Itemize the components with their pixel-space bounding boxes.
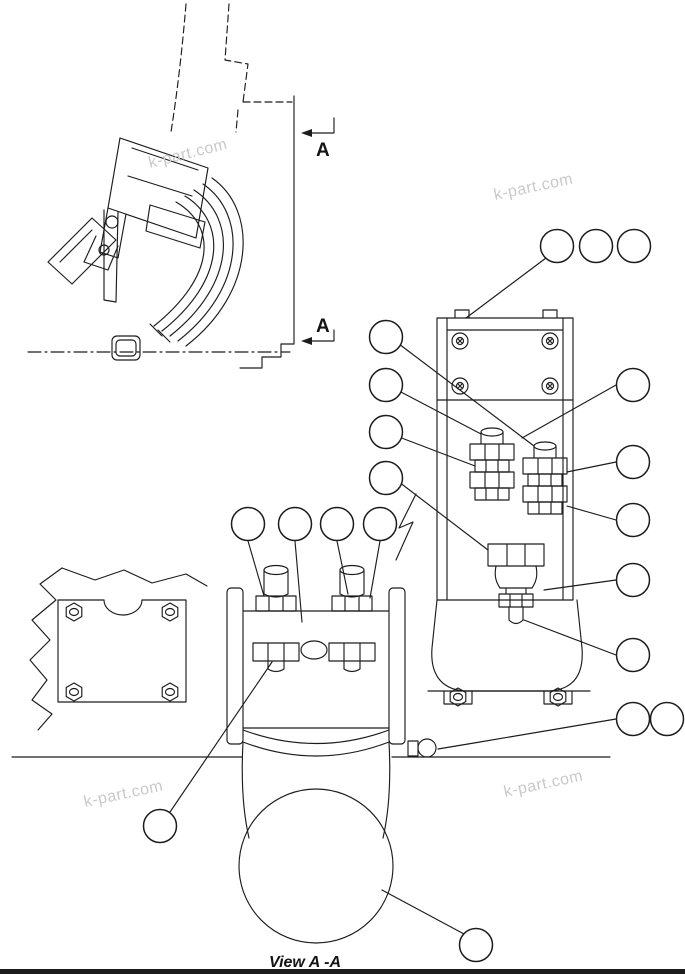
watermark-text: k-part.com <box>82 778 164 811</box>
callout-balloon <box>142 808 178 844</box>
page-border-bottom <box>0 969 685 974</box>
callout-balloon <box>458 927 494 963</box>
section-letter-top: A <box>316 140 330 161</box>
callout-balloon <box>615 502 651 538</box>
callout-balloon <box>362 506 398 542</box>
callout-balloon <box>578 228 614 264</box>
callout-balloon <box>368 460 404 496</box>
valve-assembly-drawing <box>407 309 591 758</box>
leader-lines <box>169 257 617 935</box>
callout-balloon <box>615 444 651 480</box>
machine-overview-drawing <box>27 3 295 369</box>
callout-balloon <box>368 319 404 355</box>
view-label: View A -A <box>269 954 341 971</box>
callout-balloon <box>615 701 651 737</box>
section-marker-top: A <box>301 117 335 161</box>
section-marker-bottom: A <box>301 316 335 345</box>
manifold-assembly-drawing <box>226 564 406 944</box>
callout-balloon <box>368 414 404 450</box>
watermark-text: k-part.com <box>492 171 574 204</box>
mount-bracket-drawing <box>29 567 208 731</box>
callout-balloon <box>539 228 575 264</box>
callout-balloon <box>615 637 651 673</box>
callout-balloon <box>649 701 685 737</box>
callout-balloon <box>615 367 651 403</box>
callout-balloon <box>277 506 313 542</box>
callout-balloon <box>230 506 266 542</box>
callout-balloon <box>319 506 355 542</box>
callout-balloon <box>368 367 404 403</box>
callout-balloon <box>616 228 652 264</box>
watermarks: k-part.com k-part.com k-part.com k-part.… <box>82 136 584 811</box>
watermark-text: k-part.com <box>502 768 584 801</box>
callout-balloon <box>615 562 651 598</box>
section-letter-bottom: A <box>316 316 330 337</box>
callout-balloons <box>142 228 685 963</box>
